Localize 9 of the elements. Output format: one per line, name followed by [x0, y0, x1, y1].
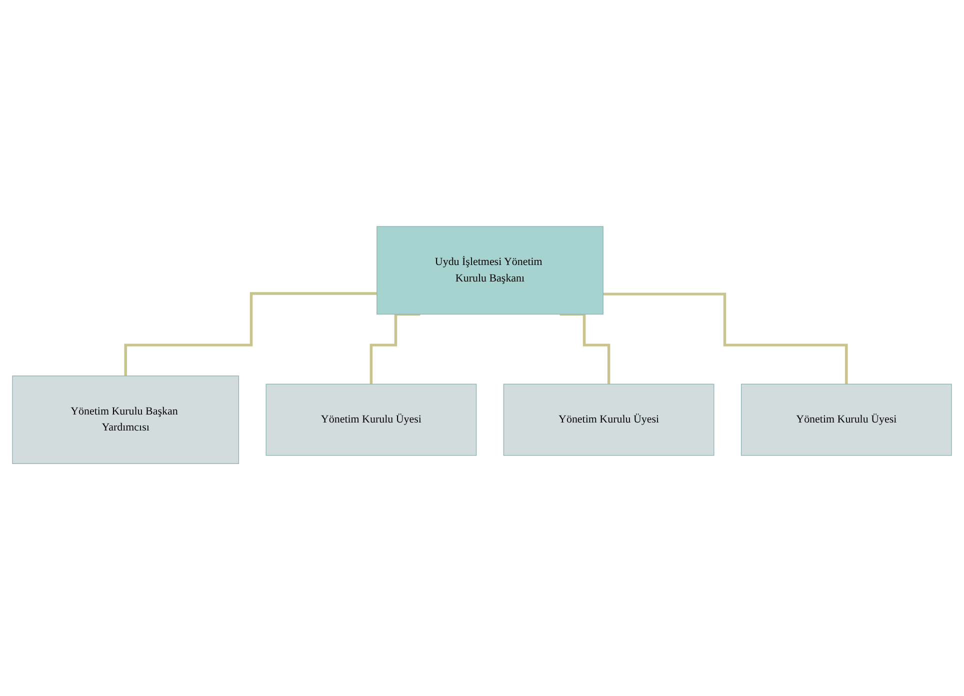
- node-box: Uydu İşletmesi Yönetim Kurulu Başkanı: [376, 226, 604, 315]
- node-box: Yönetim Kurulu Üyesi: [266, 384, 477, 456]
- connector: [370, 313, 420, 386]
- node-box: Yönetim Kurulu Üyesi: [503, 384, 714, 456]
- node-box: Yönetim Kurulu Başkan Yardımcısı: [12, 376, 240, 464]
- connector: [124, 292, 377, 378]
- connector: [603, 293, 848, 386]
- node-box: Yönetim Kurulu Üyesi: [740, 384, 952, 456]
- connector: [560, 313, 610, 386]
